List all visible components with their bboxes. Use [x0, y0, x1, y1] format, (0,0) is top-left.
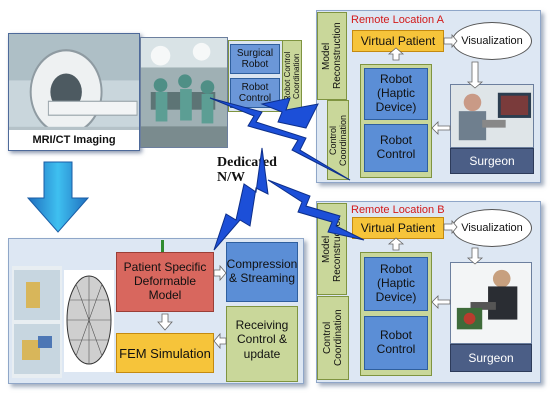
remote-a-surgeon-photo [450, 84, 534, 148]
lightning-bolt-icon [260, 97, 319, 129]
fem-simulation-box: FEM Simulation [116, 333, 214, 373]
big-down-arrow-icon [26, 161, 90, 233]
remote-a-robot-control-box: Robot Control [364, 124, 428, 172]
patient-model-connector [161, 240, 164, 252]
remote-a-robot-haptic-box: Robot (Haptic Device) [364, 68, 428, 120]
remote-b-virtual-patient: Virtual Patient [352, 217, 444, 239]
lightning-bolt-icon [209, 97, 351, 181]
remote-location-a-title: Remote Location A [351, 14, 444, 26]
remote-b-robot-control-box: Robot Control [364, 316, 428, 370]
robot-control-small-box: Robot Control [230, 78, 280, 108]
lightning-bolt-icon [213, 147, 269, 251]
surgical-robot-box: Surgical Robot [230, 44, 280, 74]
mesh-model-image [64, 270, 114, 372]
haptic-simulation-photos [12, 266, 62, 378]
local-arrows [157, 264, 227, 350]
mesh-model-photo [64, 270, 114, 372]
compression-streaming-box: Compression & Streaming [226, 242, 298, 302]
receiving-control-frame [226, 306, 298, 382]
mri-ct-caption: MRI/CT Imaging [8, 130, 140, 151]
operating-room-image [141, 38, 227, 147]
remote-b-visualization: Visualization [452, 209, 532, 247]
remote-b-surgeon-photo [450, 262, 532, 344]
remote-b-arrows [387, 219, 484, 309]
remote-b-robot-haptic-box: Robot (Haptic Device) [364, 257, 428, 311]
operating-room-photo [140, 37, 228, 148]
remote-a-arrows [387, 33, 484, 135]
patient-specific-deformable-model-box: Patient Specific Deformable Model [116, 252, 214, 312]
remote-b-surgeon-box: Surgeon [450, 344, 532, 372]
remote-a-surgeon-box: Surgeon [450, 148, 534, 174]
surgeon-a-image [451, 85, 533, 147]
lightning-bolt-icon [267, 179, 365, 241]
simulation-images [12, 266, 62, 378]
receiving-control-update-label: Receiving Control & update [235, 318, 289, 361]
surgeon-b-image [451, 263, 531, 343]
remote-location-b-title: Remote Location B [351, 204, 445, 216]
